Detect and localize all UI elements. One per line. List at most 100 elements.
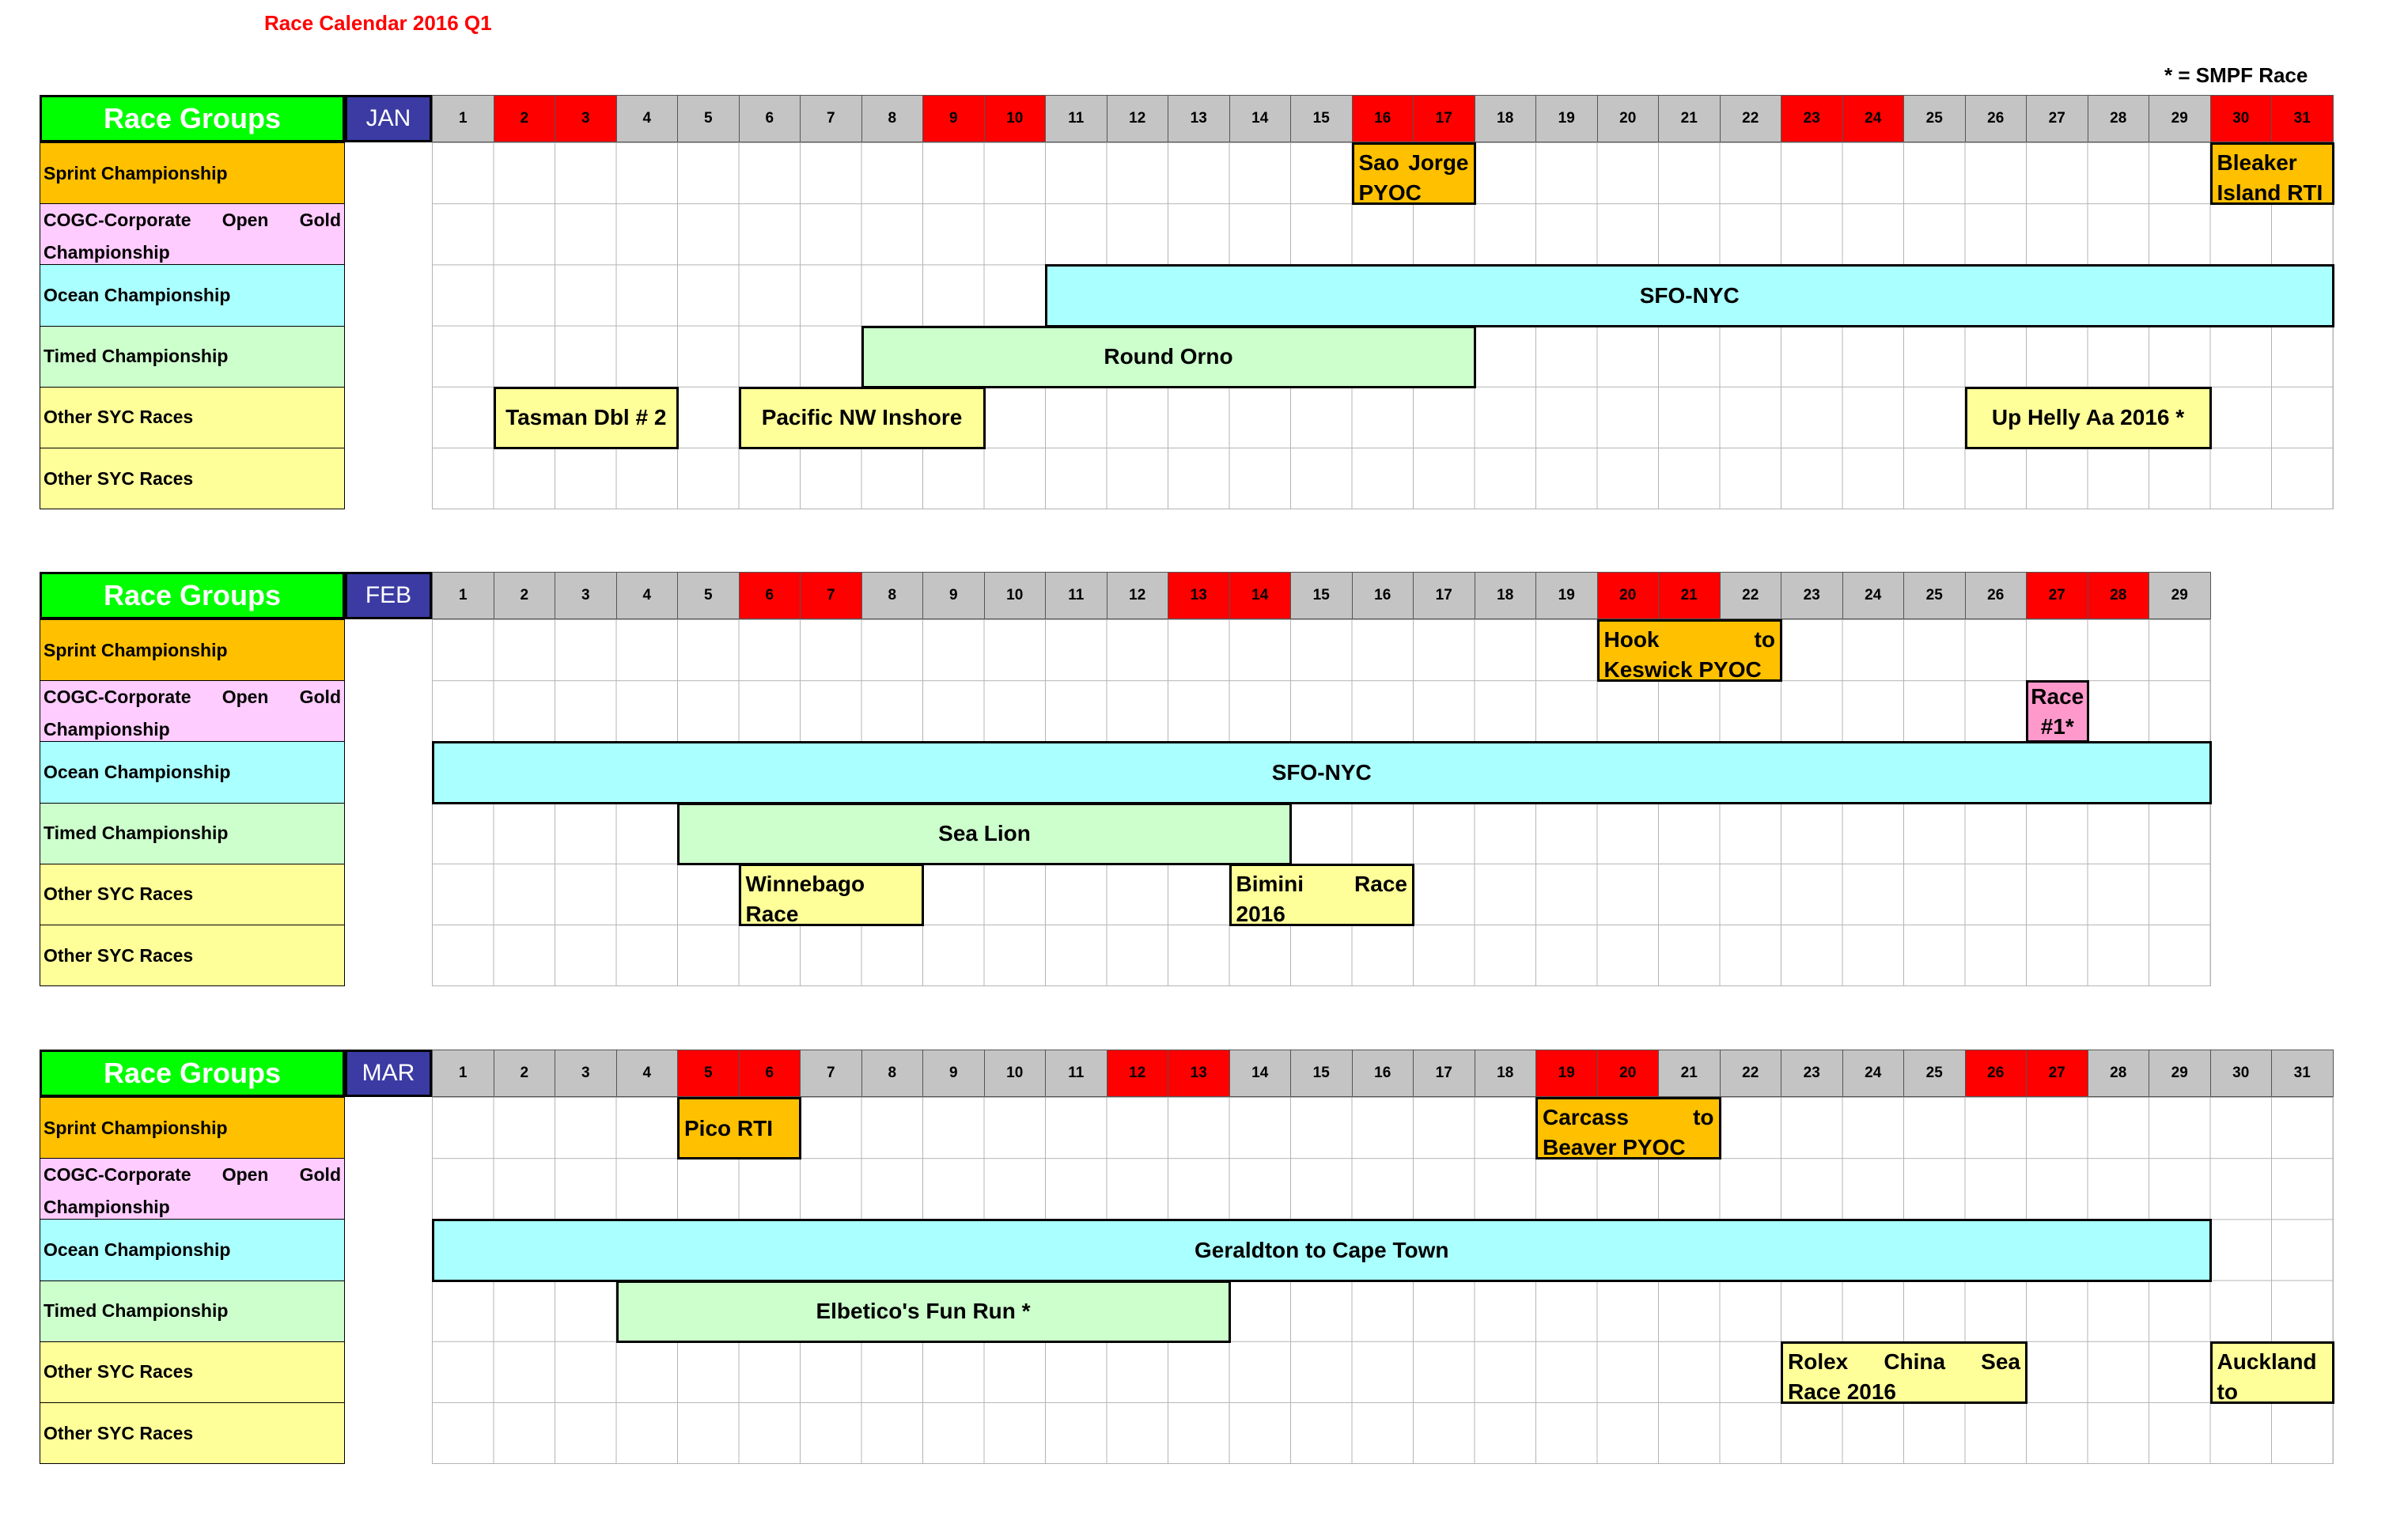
day-header-1: 1 <box>432 95 494 142</box>
event-geraldton-to-cape-town[interactable]: Geraldton to Cape Town <box>432 1219 2212 1282</box>
day-header-12: 12 <box>1106 95 1168 142</box>
day-header-17: 17 <box>1413 572 1475 619</box>
event-hook-to-keswick-pyoc[interactable]: Hook to Keswick PYOC <box>1596 619 1782 683</box>
day-header-14: 14 <box>1229 572 1291 619</box>
day-header-21: 21 <box>1658 95 1721 142</box>
event-winnebago-race[interactable]: Winnebago Race <box>738 863 924 926</box>
day-header-11: 11 <box>1045 572 1107 619</box>
day-header-27: 27 <box>2026 95 2088 142</box>
day-header-26: 26 <box>1964 95 2027 142</box>
day-header-2: 2 <box>493 95 555 142</box>
group-label-row-2: COGC-Corporate Open Gold Championship <box>40 1158 345 1220</box>
day-header-14: 14 <box>1229 1050 1291 1097</box>
group-label-row-1: Sprint Championship <box>40 619 345 682</box>
day-header-31: 31 <box>2271 1050 2334 1097</box>
event-sfo-nyc[interactable]: SFO-NYC <box>1045 264 2334 327</box>
event-race-1[interactable]: Race #1* <box>2026 680 2089 743</box>
day-header-13: 13 <box>1168 95 1230 142</box>
day-header-17: 17 <box>1413 95 1475 142</box>
day-header-18: 18 <box>1474 1050 1536 1097</box>
day-header-18: 18 <box>1474 572 1536 619</box>
day-header-30: 30 <box>2209 95 2272 142</box>
day-header-27: 27 <box>2026 1050 2088 1097</box>
day-header-4: 4 <box>615 95 678 142</box>
day-header-20: 20 <box>1596 1050 1659 1097</box>
day-header-6: 6 <box>738 95 801 142</box>
event-rolex-china-sea-race-2016[interactable]: Rolex China Sea Race 2016 <box>1781 1341 2027 1404</box>
day-header-22: 22 <box>1719 1050 1781 1097</box>
event-sfo-nyc[interactable]: SFO-NYC <box>432 741 2212 804</box>
day-header-16: 16 <box>1351 1050 1414 1097</box>
day-header-25: 25 <box>1903 1050 1966 1097</box>
month-label: JAN <box>345 95 432 142</box>
day-header-10: 10 <box>983 572 1046 619</box>
day-header-9: 9 <box>922 95 985 142</box>
day-header-4: 4 <box>615 572 678 619</box>
event-pico-rti[interactable]: Pico RTI <box>677 1097 801 1160</box>
smpf-legend-note: * = SMPF Race <box>2164 63 2308 87</box>
group-label-row-3: Ocean Championship <box>40 1219 345 1281</box>
day-header-15: 15 <box>1290 1050 1353 1097</box>
day-header-13: 13 <box>1168 572 1230 619</box>
day-header-8: 8 <box>861 1050 923 1097</box>
month-label: FEB <box>345 572 432 619</box>
day-header-8: 8 <box>861 95 923 142</box>
day-header-3: 3 <box>555 572 617 619</box>
day-header-12: 12 <box>1106 1050 1168 1097</box>
day-header-4: 4 <box>615 1050 678 1097</box>
group-label-row-5: Other SYC Races <box>40 1341 345 1403</box>
day-header-5: 5 <box>677 95 740 142</box>
day-header-18: 18 <box>1474 95 1536 142</box>
event-carcass-to-beaver-pyoc[interactable]: Carcass to Beaver PYOC <box>1535 1097 1721 1160</box>
day-header-11: 11 <box>1045 1050 1107 1097</box>
group-label-row-2: COGC-Corporate Open Gold Championship <box>40 203 345 266</box>
day-header-23: 23 <box>1781 1050 1843 1097</box>
event-auckland-to-tauranga[interactable]: Auckland to Tauranga <box>2209 1341 2334 1404</box>
day-header-28: 28 <box>2087 1050 2149 1097</box>
day-header-23: 23 <box>1781 95 1843 142</box>
event-tasman-dbl-2[interactable]: Tasman Dbl # 2 <box>493 386 679 449</box>
day-header-1: 1 <box>432 1050 494 1097</box>
group-label-row-3: Ocean Championship <box>40 741 345 804</box>
day-header-12: 12 <box>1106 572 1168 619</box>
day-header-5: 5 <box>677 1050 740 1097</box>
event-pacific-nw-inshore[interactable]: Pacific NW Inshore <box>738 386 986 449</box>
page-title: Race Calendar 2016 Q1 <box>264 11 492 35</box>
day-header-9: 9 <box>922 1050 985 1097</box>
day-header-21: 21 <box>1658 1050 1721 1097</box>
group-label-row-1: Sprint Championship <box>40 142 345 205</box>
group-label-row-5: Other SYC Races <box>40 386 345 448</box>
group-label-row-4: Timed Championship <box>40 325 345 388</box>
day-header-22: 22 <box>1719 572 1781 619</box>
day-header-19: 19 <box>1535 95 1598 142</box>
event-bimini-race-2016[interactable]: Bimini Race 2016 <box>1229 863 1414 926</box>
day-header-7: 7 <box>800 572 862 619</box>
day-header-3: 3 <box>555 95 617 142</box>
day-header-24: 24 <box>1842 95 1904 142</box>
day-header-26: 26 <box>1964 1050 2027 1097</box>
day-header-2: 2 <box>493 1050 555 1097</box>
day-header-22: 22 <box>1719 95 1781 142</box>
group-label-row-1: Sprint Championship <box>40 1097 345 1159</box>
day-header-23: 23 <box>1781 572 1843 619</box>
race-groups-header: Race Groups <box>40 572 345 619</box>
day-header-27: 27 <box>2026 572 2088 619</box>
day-header-30: 30 <box>2209 1050 2272 1097</box>
event-up-helly-aa-2016[interactable]: Up Helly Aa 2016 * <box>1964 386 2212 449</box>
day-header-8: 8 <box>861 572 923 619</box>
event-sea-lion[interactable]: Sea Lion <box>677 802 1292 865</box>
day-header-15: 15 <box>1290 572 1353 619</box>
day-header-14: 14 <box>1229 95 1291 142</box>
event-bleaker-island-rti[interactable]: Bleaker Island RTI <box>2209 142 2334 206</box>
event-sao-jorge-pyoc[interactable]: Sao Jorge PYOC <box>1351 142 1476 206</box>
day-header-24: 24 <box>1842 572 1904 619</box>
race-groups-header: Race Groups <box>40 1050 345 1097</box>
day-header-1: 1 <box>432 572 494 619</box>
event-elbetico-s-fun-run[interactable]: Elbetico's Fun Run * <box>615 1280 1231 1343</box>
day-header-15: 15 <box>1290 95 1353 142</box>
day-header-28: 28 <box>2087 572 2149 619</box>
event-round-orno[interactable]: Round Orno <box>861 325 1476 388</box>
day-header-10: 10 <box>983 1050 1046 1097</box>
